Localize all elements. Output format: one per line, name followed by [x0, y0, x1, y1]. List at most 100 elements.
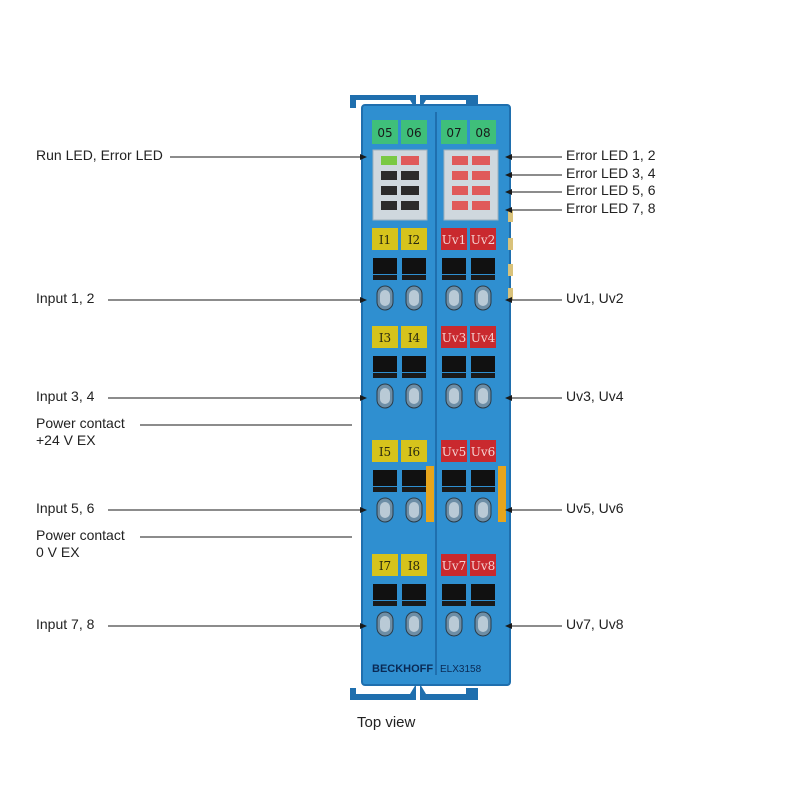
wire-entry-inner — [449, 502, 459, 518]
spring-release[interactable] — [442, 258, 466, 274]
error-led-a-3 — [452, 186, 468, 195]
led-left-a-3 — [381, 186, 397, 195]
tag-text-uv3: Uv3 — [442, 331, 467, 345]
bottom-rail-right — [420, 684, 478, 700]
label-err-5-6: Error LED 5, 6 — [566, 182, 656, 198]
label-run-error-led: Run LED, Error LED — [36, 147, 163, 163]
wire-entry-inner — [380, 290, 390, 306]
label-power-24: Power contact +24 V EX — [36, 415, 125, 448]
wire-entry-inner — [380, 388, 390, 404]
channel-number-08: 08 — [475, 126, 490, 140]
led-left-a-2 — [381, 171, 397, 180]
label-power-0: Power contact 0 V EX — [36, 527, 125, 560]
spring-release[interactable] — [442, 470, 466, 486]
tag-i5 — [372, 440, 398, 462]
error-led-b-2 — [472, 171, 490, 180]
tag-text-i5: I5 — [379, 445, 391, 459]
spring-release[interactable] — [442, 584, 466, 600]
wire-entry-inner — [449, 616, 459, 632]
channel-badge-08 — [470, 120, 496, 144]
led-left-b-4 — [401, 201, 419, 210]
model-text: ELX3158 — [440, 664, 482, 675]
led-array — [381, 156, 490, 210]
spring-release-lip — [373, 373, 397, 378]
spring-release-lip — [442, 487, 466, 492]
spring-release[interactable] — [471, 470, 495, 486]
led-left-b-1 — [401, 156, 419, 165]
tag-text-uv5: Uv5 — [442, 445, 467, 459]
tag-text-i8: I8 — [408, 559, 420, 573]
wire-entry-inner — [478, 290, 488, 306]
spring-release[interactable] — [373, 258, 397, 274]
tag-text-i3: I3 — [379, 331, 391, 345]
wire-entry-inner — [449, 388, 459, 404]
tag-text-uv8: Uv8 — [471, 559, 496, 573]
tag-i3 — [372, 326, 398, 348]
spring-release-lip — [442, 601, 466, 606]
label-input-7-8: Input 7, 8 — [36, 616, 95, 632]
tag-uv4 — [470, 326, 496, 348]
led-left-b-3 — [401, 186, 419, 195]
error-led-a-4 — [452, 201, 468, 210]
wire-entry-inner — [409, 616, 419, 632]
side-contact-4 — [508, 288, 513, 300]
wire-entry-inner — [478, 502, 488, 518]
tag-text-i7: I7 — [379, 559, 391, 573]
spring-release[interactable] — [471, 258, 495, 274]
spring-release[interactable] — [402, 258, 426, 274]
spring-release[interactable] — [402, 470, 426, 486]
wire-entry-inner — [449, 290, 459, 306]
terminal-points — [373, 258, 495, 637]
spring-release[interactable] — [402, 356, 426, 372]
error-led-b-3 — [472, 186, 490, 195]
tag-uv3 — [441, 326, 467, 348]
spring-release-lip — [402, 373, 426, 378]
label-input-1-2: Input 1, 2 — [36, 290, 95, 306]
label-err-3-4: Error LED 3, 4 — [566, 165, 656, 181]
spring-release-lip — [373, 601, 397, 606]
label-input-5-6: Input 5, 6 — [36, 500, 95, 516]
side-contact-3 — [508, 264, 513, 276]
spring-release-lip — [471, 373, 495, 378]
tag-text-i4: I4 — [408, 331, 421, 345]
leader-lines-right — [505, 154, 562, 629]
power-contact-right — [498, 466, 506, 522]
channel-number-05: 05 — [377, 126, 392, 140]
spring-release-lip — [442, 373, 466, 378]
wire-entry-inner — [409, 290, 419, 306]
brand-text: BECKHOFF — [372, 663, 433, 675]
spring-release-lip — [402, 601, 426, 606]
spring-release[interactable] — [373, 584, 397, 600]
spring-release[interactable] — [373, 470, 397, 486]
tag-text-i6: I6 — [408, 445, 420, 459]
label-uv-7-8: Uv7, Uv8 — [566, 616, 624, 632]
spring-release[interactable] — [471, 356, 495, 372]
tag-uv5 — [441, 440, 467, 462]
error-led-a-2 — [452, 171, 468, 180]
spring-release[interactable] — [471, 584, 495, 600]
wire-entry-inner — [409, 502, 419, 518]
tag-text-uv4: Uv4 — [471, 331, 496, 345]
error-led-a-1 — [452, 156, 468, 165]
channel-number-06: 06 — [406, 126, 421, 140]
spring-release[interactable] — [442, 356, 466, 372]
side-contact-1 — [508, 210, 513, 222]
spring-release-lip — [373, 275, 397, 280]
spring-release-lip — [442, 275, 466, 280]
channel-badge-05 — [372, 120, 398, 144]
spring-release[interactable] — [402, 584, 426, 600]
tag-text-i2: I2 — [408, 233, 420, 247]
label-uv-3-4: Uv3, Uv4 — [566, 388, 624, 404]
error-led-b-1 — [472, 156, 490, 165]
error-led-b-4 — [472, 201, 490, 210]
spring-release[interactable] — [373, 356, 397, 372]
label-uv-1-2: Uv1, Uv2 — [566, 290, 624, 306]
tag-uv6 — [470, 440, 496, 462]
tag-i7 — [372, 554, 398, 576]
channel-badge-06 — [401, 120, 427, 144]
spring-release-lip — [471, 487, 495, 492]
wire-entry-inner — [409, 388, 419, 404]
led-left-a-1 — [381, 156, 397, 165]
